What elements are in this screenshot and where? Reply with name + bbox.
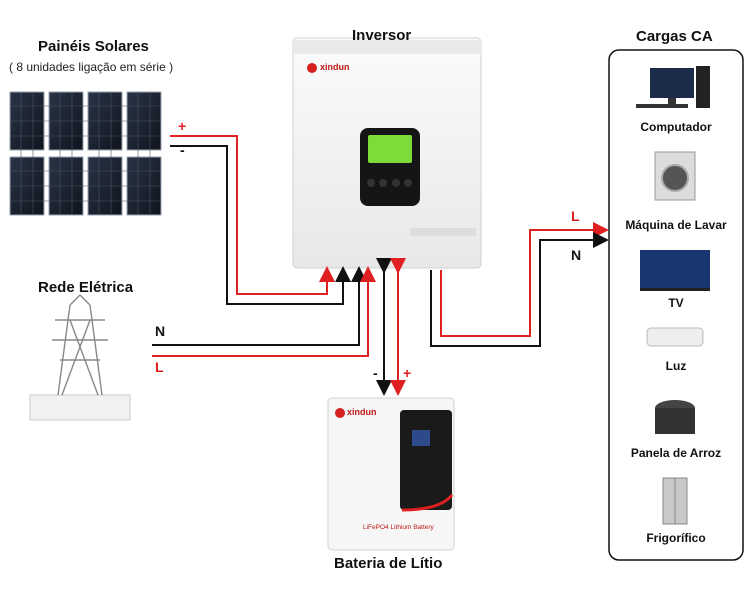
output-l-wire bbox=[440, 222, 609, 337]
load-light-label: Luz bbox=[665, 359, 687, 373]
load-fridge-label: Frigorífico bbox=[646, 531, 706, 545]
washing-machine-icon bbox=[654, 151, 696, 201]
load-computer-label: Computador bbox=[640, 120, 712, 134]
solar-positive-wire bbox=[170, 135, 335, 295]
battery-brand: xindun bbox=[347, 407, 377, 417]
solar-negative-wire bbox=[170, 145, 351, 305]
solar-minus-label: - bbox=[180, 142, 185, 158]
solar-panels-icon bbox=[9, 91, 162, 216]
load-washing-machine-label: Máquina de Lavar bbox=[625, 218, 727, 232]
battery-title: Bateria de Lítio bbox=[334, 555, 443, 572]
load-rice-cooker-label: Panela de Arroz bbox=[630, 446, 722, 460]
solar-subtitle: ( 8 unidades ligação em série ) bbox=[9, 60, 174, 74]
power-tower-icon bbox=[29, 294, 131, 421]
load-tv-label: TV bbox=[668, 296, 684, 310]
inverter-brand: xindun bbox=[320, 62, 350, 72]
solar-plus-label: + bbox=[178, 118, 187, 134]
solar-title: Painéis Solares bbox=[38, 38, 149, 55]
output-n-label: N bbox=[571, 247, 582, 263]
inverter-title: Inversor bbox=[352, 27, 412, 44]
fridge-icon bbox=[662, 477, 688, 525]
loads-title: Cargas CA bbox=[636, 28, 713, 45]
battery-plus-label: + bbox=[403, 365, 412, 381]
output-n-wire bbox=[430, 232, 609, 347]
grid-l-label: L bbox=[155, 359, 164, 375]
inverter-icon bbox=[292, 37, 482, 269]
battery-product: LiFePO4 Lithium Battery bbox=[363, 524, 434, 531]
loads-box bbox=[608, 49, 744, 561]
battery-icon bbox=[327, 397, 455, 551]
grid-n-label: N bbox=[155, 323, 166, 339]
grid-title: Rede Elétrica bbox=[38, 279, 134, 296]
grid-l-wire bbox=[152, 266, 376, 357]
computer-icon bbox=[636, 66, 710, 108]
output-l-label: L bbox=[571, 208, 580, 224]
grid-n-wire bbox=[152, 266, 367, 346]
battery-minus-label: - bbox=[373, 365, 378, 381]
rice-cooker-icon bbox=[655, 400, 695, 434]
light-icon bbox=[646, 327, 704, 347]
tv-icon bbox=[640, 250, 710, 291]
